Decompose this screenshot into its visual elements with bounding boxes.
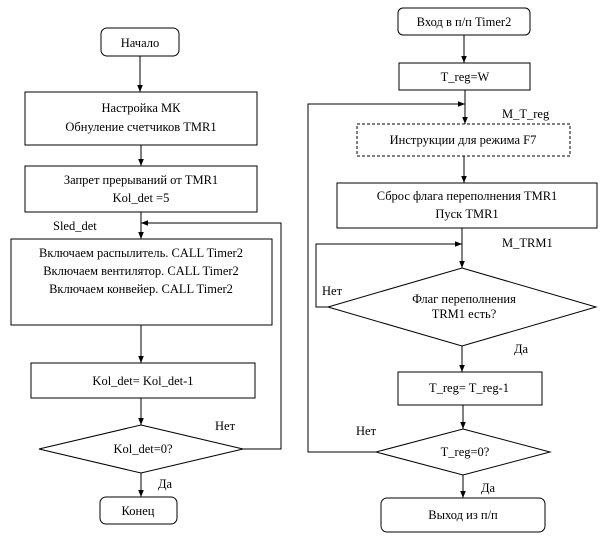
right-condition-label: T_reg=0? bbox=[441, 445, 490, 459]
right-exit-label: Выход из п/п bbox=[428, 508, 498, 522]
right-assign-box bbox=[398, 62, 531, 91]
right-yes-flag-label: Да bbox=[514, 342, 529, 356]
right-loop-back-line bbox=[307, 101, 465, 453]
left-action-line-1: Включаем распылитель. CALL Timer2 bbox=[39, 246, 243, 260]
left-action-line-2: Включаем вентилятор. CALL Timer2 bbox=[43, 264, 239, 278]
left-condition-label: Kol_det=0? bbox=[113, 442, 173, 456]
right-decrement-box bbox=[397, 371, 543, 406]
left-setup-line-2: Обнуление счетчиков TMR1 bbox=[65, 120, 216, 134]
left-no-label: Нет bbox=[215, 419, 236, 433]
left-decrement-label: Kol_det= Kol_det-1 bbox=[92, 374, 193, 388]
right-instructions-label: Инструкции для режима F7 bbox=[390, 133, 537, 147]
right-no-flag-label: Нет bbox=[322, 284, 343, 298]
left-disable-line-2: Kol_det =5 bbox=[113, 191, 170, 205]
left-disable-interrupts-box bbox=[24, 165, 258, 213]
left-setup-line-1: Настройка МК bbox=[102, 101, 182, 115]
right-reset-line-2: Пуск TMR1 bbox=[435, 207, 498, 221]
right-entry-label: Вход в п/п Timer2 bbox=[417, 15, 512, 29]
right-label-m-trm1: M_TRM1 bbox=[502, 236, 553, 250]
right-assign-label: T_reg=W bbox=[441, 70, 490, 84]
right-flowchart: Вход в п/п Timer2 T_reg=W M_T_reg Инстру… bbox=[307, 7, 598, 533]
right-flag-loop-line bbox=[315, 241, 462, 308]
left-action-line-3: Включаем конвейер. CALL Timer2 bbox=[49, 282, 233, 296]
right-decrement-label: T_reg= T_reg-1 bbox=[429, 381, 509, 395]
right-exit-terminator bbox=[380, 497, 546, 533]
right-reset-flag-box bbox=[336, 182, 598, 229]
right-flag-check-line-1: Флаг переполнения bbox=[412, 292, 516, 306]
right-reset-line-1: Сброс флага переполнения TMR1 bbox=[377, 189, 558, 203]
left-setup-box bbox=[24, 91, 258, 146]
right-flag-check-line-2: TRM1 есть? bbox=[432, 307, 497, 321]
left-actions-box bbox=[10, 238, 273, 326]
right-no-label: Нет bbox=[356, 424, 377, 438]
left-loop-back-line bbox=[141, 220, 282, 450]
left-end-label: Конец bbox=[122, 504, 155, 518]
left-disable-line-1: Запрет прерываний от TMR1 bbox=[64, 173, 218, 187]
left-decrement-box bbox=[30, 362, 256, 399]
left-flowchart: Начало Настройка МК Обнуление счетчиков … bbox=[10, 27, 282, 525]
right-label-m-t-reg: M_T_reg bbox=[502, 107, 550, 121]
left-start-label: Начало bbox=[121, 36, 160, 50]
left-label-sled-det: Sled_det bbox=[53, 219, 97, 233]
right-yes-label: Да bbox=[481, 481, 496, 495]
left-end-terminator bbox=[99, 496, 178, 525]
left-yes-label: Да bbox=[158, 477, 173, 491]
right-instructions-box bbox=[356, 123, 571, 157]
